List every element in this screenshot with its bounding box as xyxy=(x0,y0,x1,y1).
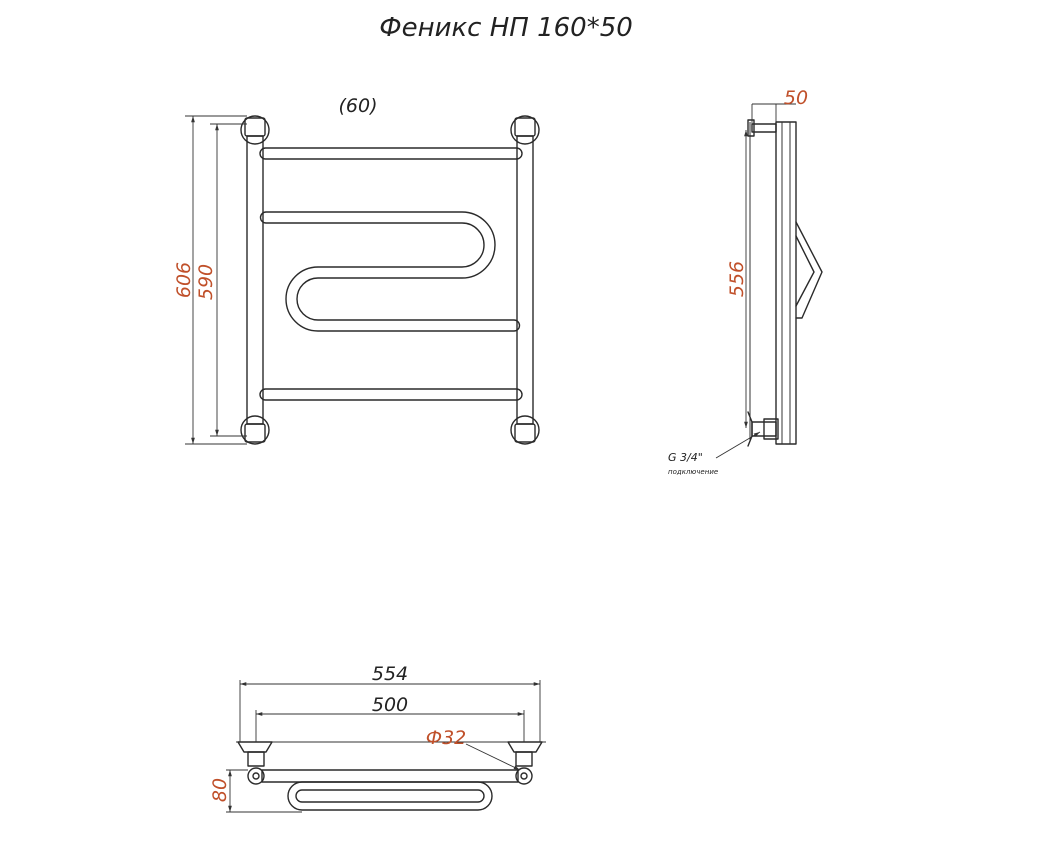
top-pipe-left xyxy=(247,767,265,785)
right-collector xyxy=(516,135,534,425)
side-serpentine xyxy=(795,221,823,319)
top-rung xyxy=(259,147,523,160)
connection-label: G 3/4" xyxy=(668,451,703,464)
dim-50: 50 xyxy=(784,87,808,109)
front-view: (60) 606 590 xyxy=(173,95,540,445)
drawing-title: Феникс НП 160*50 xyxy=(379,13,633,43)
mount-circle-top-right xyxy=(510,115,540,145)
top-rail xyxy=(261,769,519,783)
top-view: 554 500 Ф32 80 xyxy=(209,663,546,813)
dim-80: 80 xyxy=(209,778,231,802)
dim-554: 554 xyxy=(372,663,408,685)
side-collector xyxy=(775,121,797,445)
mount-circle-bottom-right xyxy=(510,415,540,445)
bottom-rung xyxy=(259,388,523,401)
dim-556: 556 xyxy=(726,261,748,297)
top-serpentine xyxy=(287,781,493,811)
side-view: 50 556 G 3/4" подключение xyxy=(668,87,823,476)
top-pipe-right xyxy=(515,767,533,785)
dim-606: 606 xyxy=(173,262,195,298)
serpentine-pipe xyxy=(259,211,521,332)
label-60: (60) xyxy=(338,95,377,117)
mount-circle-bottom-left xyxy=(240,415,270,445)
dim-500: 500 xyxy=(372,694,408,716)
connection-sublabel: подключение xyxy=(668,468,718,476)
dim-phi32: Ф32 xyxy=(426,727,467,749)
left-collector xyxy=(246,135,264,425)
dim-590: 590 xyxy=(195,264,217,300)
mount-circle-top-left xyxy=(240,115,270,145)
